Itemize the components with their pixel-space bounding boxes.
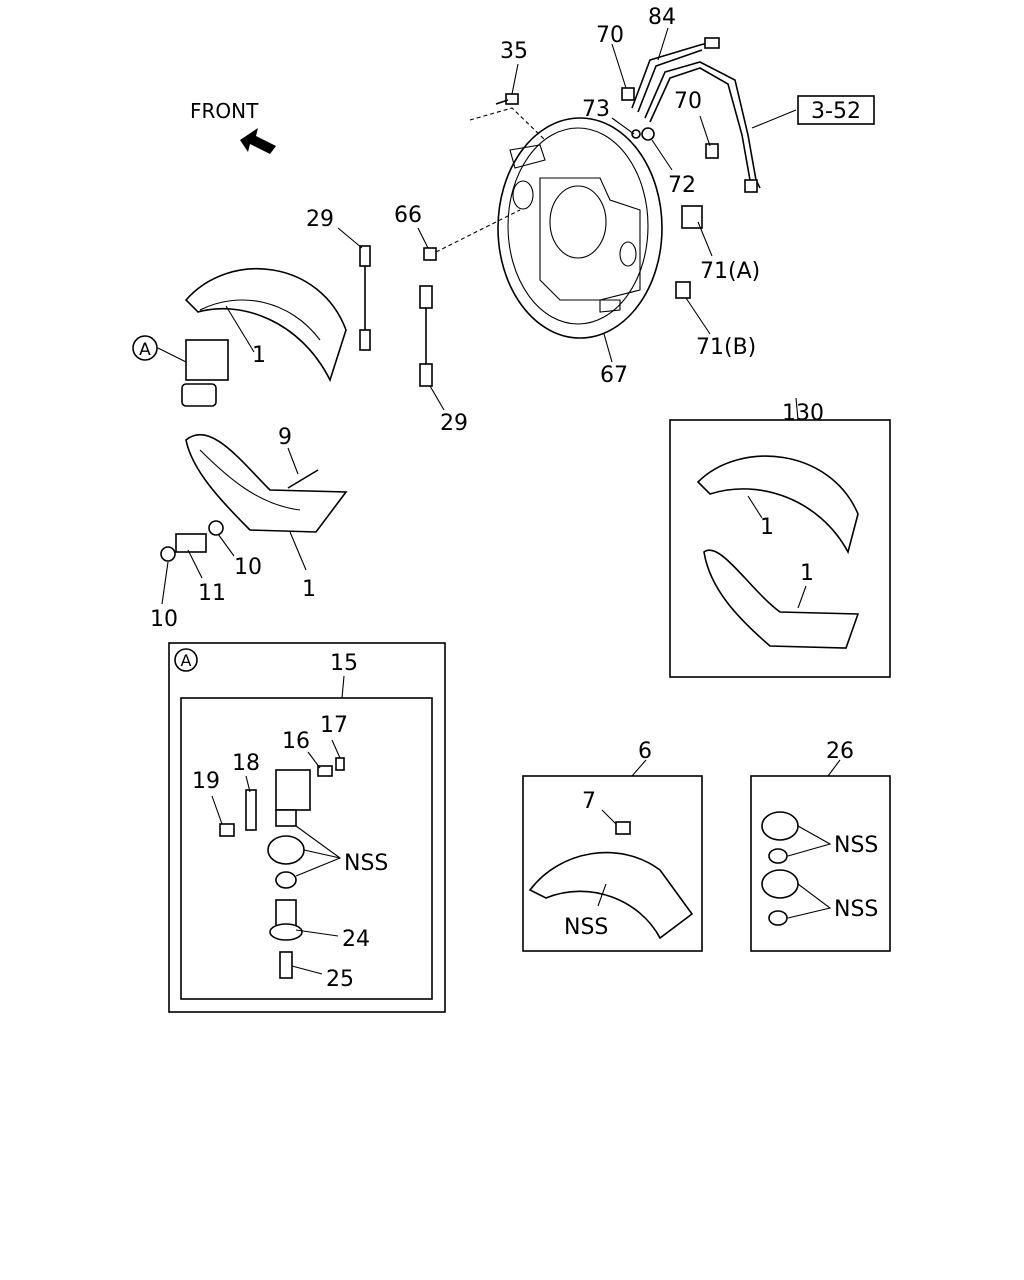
callout-70b: 70 — [674, 89, 702, 114]
marker-a: A — [132, 335, 158, 361]
seal-cup-2 — [761, 869, 799, 899]
front-direction-indicator: FRONT — [190, 99, 276, 154]
reference-box: 3-52 — [797, 95, 875, 125]
callout-35: 35 — [500, 39, 528, 64]
washer-73 — [631, 129, 641, 139]
rivet-7 — [615, 821, 631, 835]
front-label: FRONT — [190, 99, 259, 123]
callout-9: 9 — [278, 425, 292, 450]
bolt-19 — [219, 823, 235, 837]
bracket-71a — [681, 205, 703, 229]
callout-24: 24 — [342, 927, 370, 952]
wheel-cylinder — [181, 339, 229, 407]
callout-10b: 10 — [150, 607, 178, 632]
return-spring-29b — [419, 285, 433, 387]
callout-73: 73 — [582, 97, 610, 122]
kit-shoe-lower — [703, 549, 860, 649]
front-arrow-icon — [240, 128, 276, 154]
callout-130: 130 — [782, 401, 824, 426]
brake-lining — [528, 851, 694, 940]
kit-shoe-upper — [696, 455, 859, 555]
spring-11 — [175, 533, 207, 553]
callout-71b: 71(B) — [696, 335, 756, 360]
plate-18 — [245, 789, 257, 831]
backing-plate — [497, 117, 663, 339]
callout-29a: 29 — [306, 207, 334, 232]
kit-a-box: A 15 17 16 18 19 NSS 24 25 — [168, 642, 446, 1013]
bleeder-16 — [317, 765, 333, 777]
pin-9 — [287, 469, 319, 489]
brake-shoe-upper — [184, 268, 347, 383]
marker-a-box-label: A — [181, 651, 192, 670]
callout-nss-3: NSS — [834, 833, 878, 858]
small-seal — [275, 871, 297, 889]
callout-67: 67 — [600, 363, 628, 388]
kit-26-box: 26 NSS NSS — [750, 739, 891, 952]
callout-1c: 1 — [760, 515, 774, 540]
brake-shoe-lower — [185, 433, 348, 533]
adjuster-wheel — [269, 923, 303, 941]
callout-11: 11 — [198, 581, 226, 606]
callout-29b: 29 — [440, 411, 468, 436]
kit-130-box: 130 1 1 — [669, 397, 891, 678]
callout-26: 26 — [826, 739, 854, 764]
callout-nss-4: NSS — [834, 897, 878, 922]
callout-84: 84 — [648, 5, 676, 30]
washer-10b — [160, 546, 176, 562]
return-spring-29a — [359, 245, 371, 351]
seal-cup-1 — [761, 811, 799, 841]
cylinder-piston — [275, 809, 297, 827]
callout-nss-2: NSS — [564, 915, 608, 940]
marker-a-label: A — [139, 340, 151, 360]
callout-1a: 1 — [252, 343, 266, 368]
callout-10a: 10 — [234, 555, 262, 580]
nut-72 — [641, 127, 655, 141]
seal-ring-1 — [768, 848, 788, 864]
clip-70b — [705, 143, 719, 159]
seal-ring-2 — [768, 910, 788, 926]
callout-1b: 1 — [302, 577, 316, 602]
callout-labels: 84 70 35 73 70 72 66 71(A) 71(B) 67 29 2… — [150, 5, 760, 632]
cylinder-body — [275, 769, 311, 811]
cup-seal — [267, 835, 305, 865]
callout-18: 18 — [232, 751, 260, 776]
bracket-71b — [675, 281, 691, 299]
bolt-66 — [423, 209, 521, 261]
bolt-35 — [469, 93, 546, 141]
callout-nss-1: NSS — [344, 851, 388, 876]
callout-66: 66 — [394, 203, 422, 228]
leader-lines — [157, 27, 797, 605]
reference-label: 3-52 — [811, 99, 861, 124]
screw-25 — [279, 951, 293, 979]
brake-pipe-84 — [631, 37, 761, 193]
callout-7: 7 — [582, 789, 596, 814]
kit-6-box: 6 7 NSS — [522, 739, 703, 952]
callout-6: 6 — [638, 739, 652, 764]
callout-25: 25 — [326, 967, 354, 992]
washer-10a — [208, 520, 224, 536]
callout-1d: 1 — [800, 561, 814, 586]
callout-17: 17 — [320, 713, 348, 738]
callout-19: 19 — [192, 769, 220, 794]
callout-70a: 70 — [596, 23, 624, 48]
callout-15: 15 — [330, 651, 358, 676]
callout-16: 16 — [282, 729, 310, 754]
callout-72: 72 — [668, 173, 696, 198]
cap-17 — [335, 757, 345, 771]
clip-70a — [621, 87, 635, 101]
callout-71a: 71(A) — [700, 259, 760, 284]
